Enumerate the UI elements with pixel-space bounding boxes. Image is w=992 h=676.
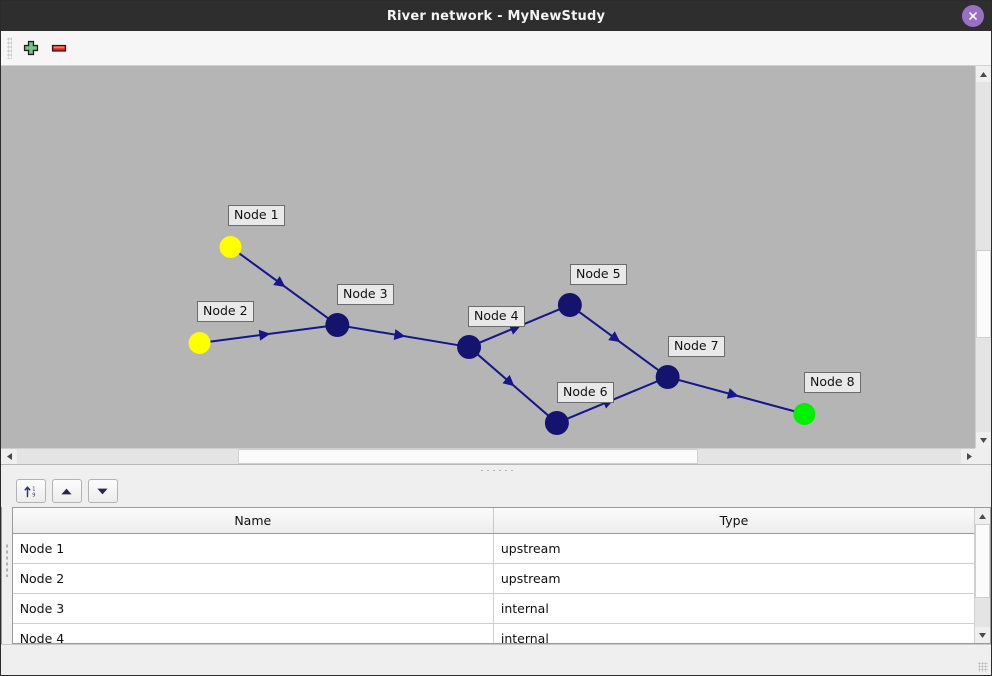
scroll-up-icon xyxy=(980,71,987,77)
graph-node-node-3[interactable] xyxy=(325,313,350,337)
nodes-toolbar: 1 9 xyxy=(11,475,991,507)
nodes-cell[interactable]: Node 4 xyxy=(12,623,494,643)
arrow-down-icon xyxy=(97,488,108,494)
river-network-graph[interactable] xyxy=(1,66,991,464)
window-title: River network - MyNewStudy xyxy=(386,8,606,24)
graph-node-node-7[interactable] xyxy=(655,365,680,389)
scroll-right-button[interactable] xyxy=(961,449,977,464)
status-bar xyxy=(1,644,991,675)
close-button[interactable] xyxy=(962,5,984,27)
canvas-vertical-scrollbar[interactable] xyxy=(975,66,991,448)
nodes-column-header-type[interactable]: Type xyxy=(493,508,974,534)
edges-layer xyxy=(209,252,796,420)
graph-node-node-8[interactable] xyxy=(793,403,816,425)
close-icon xyxy=(969,12,977,20)
main-toolbar xyxy=(1,31,991,66)
node-label-node-1[interactable]: Node 1 xyxy=(228,205,285,226)
graph-node-node-4[interactable] xyxy=(457,335,482,359)
scroll-up-button[interactable] xyxy=(976,66,991,82)
graph-node-node-5[interactable] xyxy=(557,293,582,317)
arrow-up-icon xyxy=(61,488,72,494)
vscroll-thumb[interactable] xyxy=(976,250,991,338)
edge-arrowhead-icon xyxy=(726,388,739,399)
graph-node-node-6[interactable] xyxy=(544,411,569,435)
scroll-left-button[interactable] xyxy=(1,449,17,464)
svg-text:9: 9 xyxy=(32,492,35,498)
node-label-node-5[interactable]: Node 5 xyxy=(570,264,627,285)
nodes-cell[interactable]: Node 3 xyxy=(12,593,494,624)
scroll-down-icon xyxy=(979,632,986,638)
node-label-node-7[interactable]: Node 7 xyxy=(668,336,725,357)
hscroll-thumb[interactable] xyxy=(238,449,698,464)
horizontal-splitter[interactable] xyxy=(1,464,991,475)
nodes-move-up-button[interactable] xyxy=(51,479,82,503)
title-bar: River network - MyNewStudy xyxy=(1,1,991,31)
scroll-down-button[interactable] xyxy=(976,432,991,448)
toolbar-drag-handle[interactable] xyxy=(7,37,12,59)
edge-arrowhead-icon xyxy=(258,329,271,341)
scroll-right-icon xyxy=(966,453,972,460)
svg-text:1: 1 xyxy=(32,486,35,492)
node-label-node-4[interactable]: Node 4 xyxy=(468,306,525,327)
nodes-cell[interactable]: Node 1 xyxy=(12,533,494,564)
nodes-cell[interactable]: Node 2 xyxy=(12,563,494,594)
nodes-scroll-up-button[interactable] xyxy=(975,508,990,524)
edge-arrowhead-icon xyxy=(502,374,515,387)
nodes-sort-button[interactable]: 1 9 xyxy=(15,479,46,503)
scrollbar-corner xyxy=(975,448,991,464)
window-resize-grip[interactable] xyxy=(978,662,988,672)
nodes-cell[interactable]: upstream xyxy=(493,533,974,564)
graph-node-node-1[interactable] xyxy=(219,236,242,258)
network-canvas[interactable]: Node 1 Node 2 Node 3 Node 4 Node 5 Node 6 Node… xyxy=(1,66,991,464)
nodes-table-scrollbar[interactable] xyxy=(974,508,990,643)
bottom-panes: 1 9 NameNode1Node xyxy=(1,475,991,644)
delete-minus-icon xyxy=(51,44,67,52)
node-label-node-3[interactable]: Node 3 xyxy=(337,284,394,305)
node-label-node-8[interactable]: Node 8 xyxy=(804,372,861,393)
vertical-splitter[interactable] xyxy=(1,475,12,644)
nodes-move-down-button[interactable] xyxy=(87,479,118,503)
nodes-cell[interactable]: upstream xyxy=(493,563,974,594)
nodes-scroll-down-button[interactable] xyxy=(975,627,990,643)
scroll-left-icon xyxy=(6,453,12,460)
nodes-layer xyxy=(188,236,816,435)
edge-arrowhead-icon xyxy=(608,331,621,343)
scroll-down-icon xyxy=(980,437,987,443)
graph-node-node-2[interactable] xyxy=(188,332,211,354)
delete-node-button[interactable] xyxy=(45,34,73,62)
edge-arrowhead-icon xyxy=(273,276,286,288)
nodes-column-header-name[interactable]: Name xyxy=(12,508,494,534)
edge-arrowhead-icon xyxy=(508,324,522,335)
splitter-grip xyxy=(479,469,513,472)
node-label-node-2[interactable]: Node 2 xyxy=(197,301,254,322)
nodes-cell[interactable]: internal xyxy=(493,623,974,643)
nodes-vscroll-thumb[interactable] xyxy=(975,524,990,598)
vertical-splitter-grip xyxy=(5,542,9,577)
node-label-node-6[interactable]: Node 6 xyxy=(557,382,614,403)
add-node-button[interactable] xyxy=(17,34,45,62)
scroll-up-icon xyxy=(979,513,986,519)
sort-ascending-icon: 1 9 xyxy=(24,485,36,498)
add-plus-icon xyxy=(23,40,39,56)
nodes-cell[interactable]: internal xyxy=(493,593,974,624)
canvas-horizontal-scrollbar[interactable] xyxy=(1,448,977,464)
